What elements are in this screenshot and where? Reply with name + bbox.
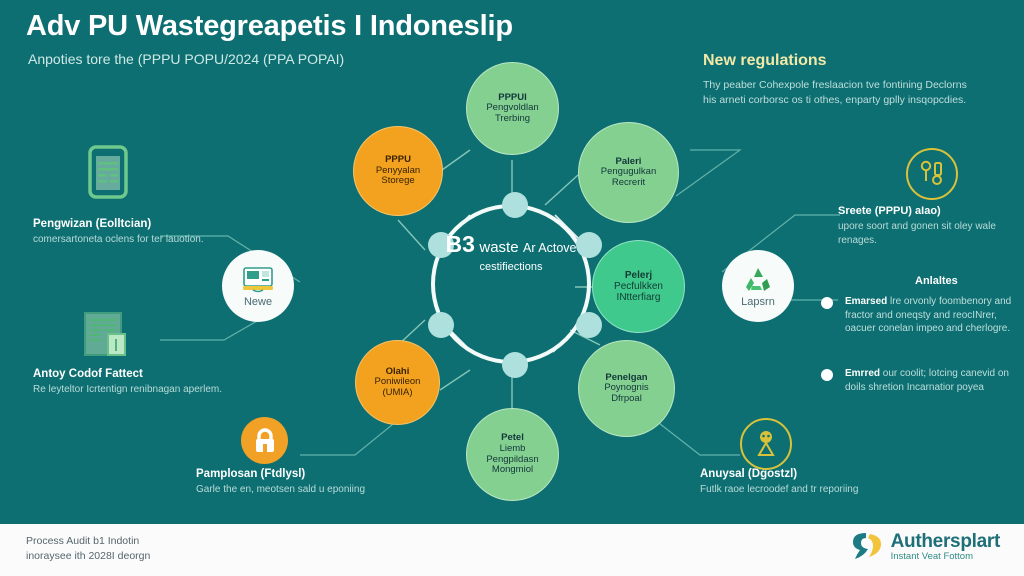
label-collection-heading: Pengwizan (Eolltcian) [33,218,152,230]
bullet-item: Emarsed lre orvonly foombenory and fract… [821,295,1020,336]
report-caption: Lapsrn [741,295,775,308]
label-audit-text: Re leyteltor Icrtentign renibnagan aperl… [33,384,222,395]
footer-caption: Process Audit b1 Indotin inoraysee ith 2… [26,534,150,564]
hub-ring [431,204,591,364]
footer-line-2: inoraysee ith 2028I deorgn [26,550,151,562]
label-audit: Antoy Codof Fattect Re leyteltor Icrtent… [33,368,248,397]
document-sheet-icon [80,310,132,365]
label-disposal-text: Futlk raoe lecroodef and tr reporiing [700,484,859,495]
node-sub-1: Pecfulkken [614,280,663,292]
lock-icon [255,427,274,452]
bullet-text: lre orvonly foombenory and fractor and o… [845,296,1012,334]
hub-line-4: cestifiections [479,261,543,273]
node-sub-2: Storege [381,175,415,187]
label-disposal: Anuysal (Dgostzl) Futlk raoe lecroodef a… [700,468,900,497]
hub-line-3: Ar Actove [523,241,577,255]
node-title: Olahi [385,365,410,377]
node-sub-2: INtterfiarg [616,292,661,304]
label-analysis: Pamplosan (Ftdlysl) Garle the en, meotse… [196,468,396,497]
page-title: Adv PU Wastegreapetis I Indoneslip [26,10,513,42]
label-annexes: Anlaltes [915,275,1020,290]
node-title: PPPUI [498,91,527,103]
page-subtitle: Anpoties tore the (PPPU POPU/2024 (PPA P… [28,51,345,67]
report-badge[interactable]: Lapsrn [722,250,794,322]
process-node-interim[interactable]: Pelerj Pecfulkken INtterfiarg [592,240,685,333]
node-sub-2: Recrerit [611,176,646,188]
news-caption: Newe [243,295,273,308]
label-collection: Pengwizan (Eolltcian) comersartoneta ocl… [33,218,248,247]
new-regulations-body: Thy peaber Cohexpole freslaacion tve fon… [703,79,967,106]
new-regulations-heading: New regulations [703,52,827,69]
label-analysis-heading: Pamplosan (Ftdlysl) [196,468,306,480]
hub-node-dot [576,312,602,338]
label-ppu-text: upore soort and gonen sit oley wale rena… [838,221,996,246]
label-collection-text: comersartoneta oclens for ter lauotion. [33,234,204,245]
footer-line-1: Process Audit b1 Indotin [26,535,140,547]
node-sub-1: Pengugulkan [600,166,657,178]
label-ppu: Sreete (PPPU) aIao) upore soort and gone… [838,205,1024,247]
bullet-lead: Emarsed [845,296,888,307]
node-sub-1: Poniwileon [374,376,421,388]
process-node-trebing[interactable]: PPPUI Pengvoldlan Trerbing [466,62,559,155]
flask-ring-badge[interactable] [740,418,792,470]
node-sub-1: Poynognis [604,382,649,394]
node-sub-2: Pengpildasn [486,453,539,465]
node-title: PPPU [385,154,411,166]
bullet-dot-icon [821,369,833,381]
node-sub-3: Mongmiol [491,464,534,476]
bullet-lead: Emrred [845,368,881,379]
node-sub-1: Liemb [499,442,526,454]
node-title: Petel [501,432,524,444]
node-sub-2: (UMIA) [382,386,413,398]
tools-ring-icon [920,160,942,185]
process-node-storage[interactable]: PPPU Penyyalan Storege [353,126,443,216]
flask-ring-icon [757,431,775,456]
hub-node-dot [428,232,454,258]
hub-line-1: B3 [445,231,475,257]
tools-ring-badge[interactable] [906,148,958,200]
news-icon [243,266,273,292]
node-sub-2: Trerbing [494,112,531,124]
label-analysis-text: Garle the en, meotsen sald u eponiing [196,484,365,495]
label-annexes-heading: Anlaltes [915,275,958,287]
logo-mark-icon [852,533,881,559]
node-title: Penelgan [605,371,648,383]
document-mobile-icon [82,144,134,205]
node-title: Pelerj [624,269,653,281]
process-node-disposal[interactable]: Penelgan Poynognis Dfrpoal [578,340,675,437]
bullet-text: our coolit; lotcing canevid on doils shr… [845,368,1009,393]
process-node-recruit[interactable]: Paleri Pengugulkan Recrerit [578,122,679,223]
brand-logo[interactable]: Authersplart Instant Veat Fottom [850,530,1000,562]
label-disposal-heading: Anuysal (Dgostzl) [700,468,798,480]
hub-node-dot [502,352,528,378]
logo-tagline: Instant Veat Fottom [890,550,974,562]
label-ppu-heading: Sreete (PPPU) aIao) [838,205,941,217]
logo-name: Authersplart [890,530,1001,552]
hub-line-2: waste [479,239,519,256]
hub-node-dot [502,192,528,218]
lock-badge[interactable] [241,417,288,464]
hub-node-dot [428,312,454,338]
label-audit-heading: Antoy Codof Fattect [33,368,143,380]
process-node-management[interactable]: Petel Liemb Pengpildasn Mongmiol [466,408,559,501]
news-badge[interactable]: Newe [222,250,294,322]
node-title: Paleri [615,155,642,167]
logo-text: Authersplart Instant Veat Fottom [890,530,1001,562]
footer-bar: Process Audit b1 Indotin inoraysee ith 2… [0,524,1024,576]
process-node-utility[interactable]: Olahi Poniwileon (UMIA) [355,340,440,425]
hub-label: B3 waste Ar Actove cestifiections [440,232,582,275]
recycle-icon [746,267,770,291]
bullet-item: Emrred our coolit; lotcing canevid on do… [821,367,1020,394]
bullet-dot-icon [821,297,833,309]
node-sub-1: Pengvoldlan [486,102,539,114]
hub-node-dot [576,232,602,258]
node-sub-1: Penyyalan [375,164,421,176]
node-sub-2: Dfrpoal [611,392,642,404]
